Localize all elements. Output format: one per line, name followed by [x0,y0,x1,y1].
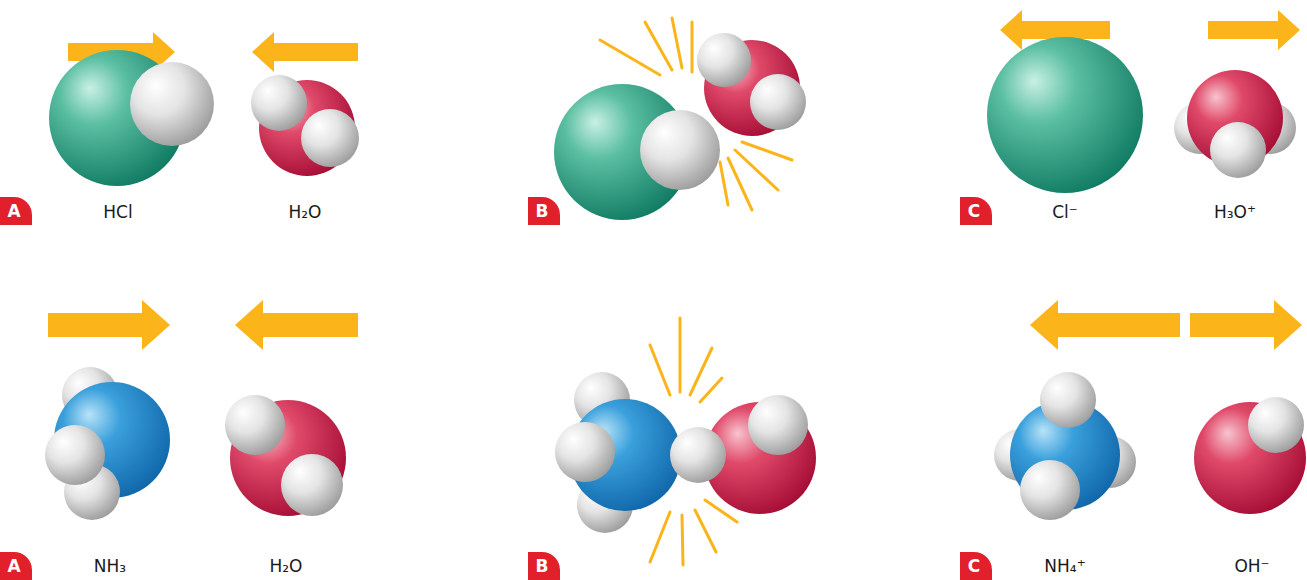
panel-badge: B [528,552,560,580]
formula-label: H₃O⁺ [1214,202,1256,222]
panel-badge: C [960,552,992,580]
ammonia-molecule [45,367,170,520]
panel-badge: C [960,197,992,225]
water-molecule [251,75,359,176]
formula-label: OH⁻ [1234,556,1269,576]
hcl-molecule [49,50,214,186]
formula-label: Cl⁻ [1052,202,1078,222]
chloride-ion [987,37,1143,193]
formula-label: NH₃ [94,556,126,576]
hydroxide-ion [1194,397,1306,514]
formula-label: NH₄⁺ [1044,556,1085,576]
water-molecule [225,395,346,516]
ammonium-ion [994,372,1136,520]
panel-badge: A [0,197,32,225]
motion-arrow [48,10,1302,350]
water-molecule [670,395,816,514]
formula-label: HCl [103,202,132,222]
panel-badge: B [528,197,560,225]
hcl-molecule [554,84,720,220]
ammonia-molecule [555,372,681,533]
formula-label: H₂O [270,556,303,576]
panel-badge: A [0,552,32,580]
formula-label: H₂O [289,202,322,222]
water-molecule [697,33,806,136]
hydronium-ion [1174,70,1296,178]
